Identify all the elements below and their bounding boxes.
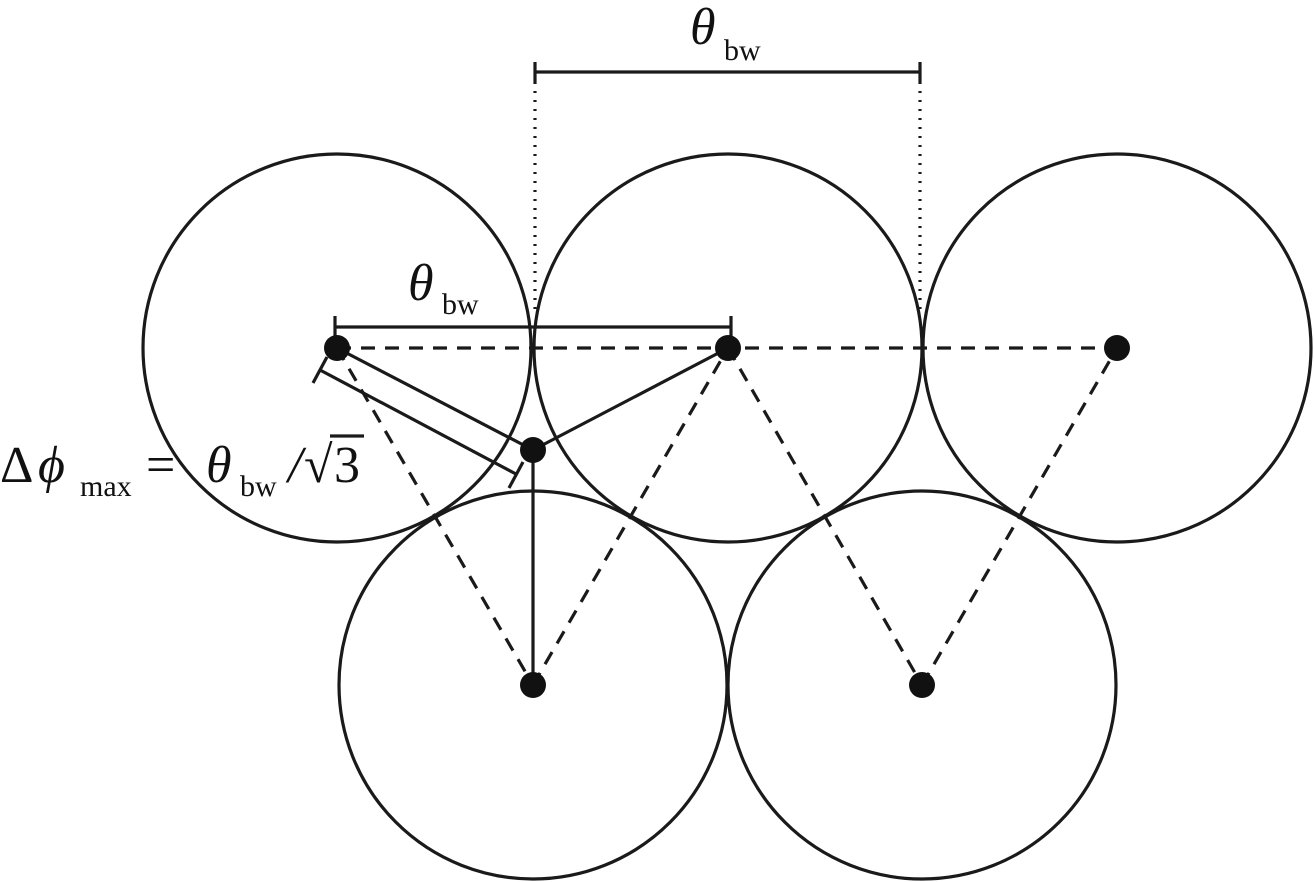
dashed-link-tl-bl: [335, 347, 535, 686]
delta-phi-tick-start: [311, 356, 329, 384]
delta-phi-dimension-line: [319, 368, 517, 476]
delta-phi-formula: Δ ϕ max = θ bw / √ 3: [0, 434, 364, 503]
dashed-link-br-tr: [920, 347, 1119, 686]
center-dot-top-left: [324, 335, 350, 361]
mid-theta-subscript: bw: [442, 288, 479, 321]
beam-centers: [324, 335, 1130, 698]
beam-circle-bottom-right: [726, 489, 1118, 881]
top-theta-subscript: bw: [724, 34, 761, 67]
solid-link-centroid-tl: [336, 346, 534, 452]
solid-link-centroid-tm: [532, 346, 729, 452]
delta-phi-tick-end: [507, 461, 525, 489]
formula-sqrt: √: [304, 437, 333, 494]
beam-center-links: [335, 346, 1119, 686]
formula-equals: =: [146, 437, 175, 494]
center-dot-top-middle: [715, 335, 741, 361]
mid-theta-label: θ bw: [408, 255, 479, 321]
formula-bw-subscript: bw: [240, 470, 277, 503]
formula-three: 3: [334, 437, 360, 494]
center-dot-bottom-right: [909, 672, 935, 698]
formula-delta: Δ: [0, 437, 33, 494]
formula-phi: ϕ: [38, 437, 65, 494]
formula-theta: θ: [206, 437, 232, 494]
dashed-link-bl-tm: [531, 347, 730, 686]
top-theta-symbol: θ: [690, 0, 716, 56]
top-theta-label: θ bw: [690, 0, 761, 67]
top-theta-dimension: [533, 62, 922, 310]
centroid-dot: [520, 437, 546, 463]
mid-theta-symbol: θ: [408, 255, 434, 312]
formula-slash: /: [285, 437, 307, 494]
center-dot-top-right: [1104, 335, 1130, 361]
beam-circles: [141, 152, 1313, 881]
centroid-links: [336, 346, 729, 685]
dashed-link-tm-br: [726, 347, 924, 686]
center-dot-bottom-left: [520, 672, 546, 698]
formula-max-subscript: max: [80, 470, 132, 503]
delta-phi-dimension: [311, 356, 525, 489]
